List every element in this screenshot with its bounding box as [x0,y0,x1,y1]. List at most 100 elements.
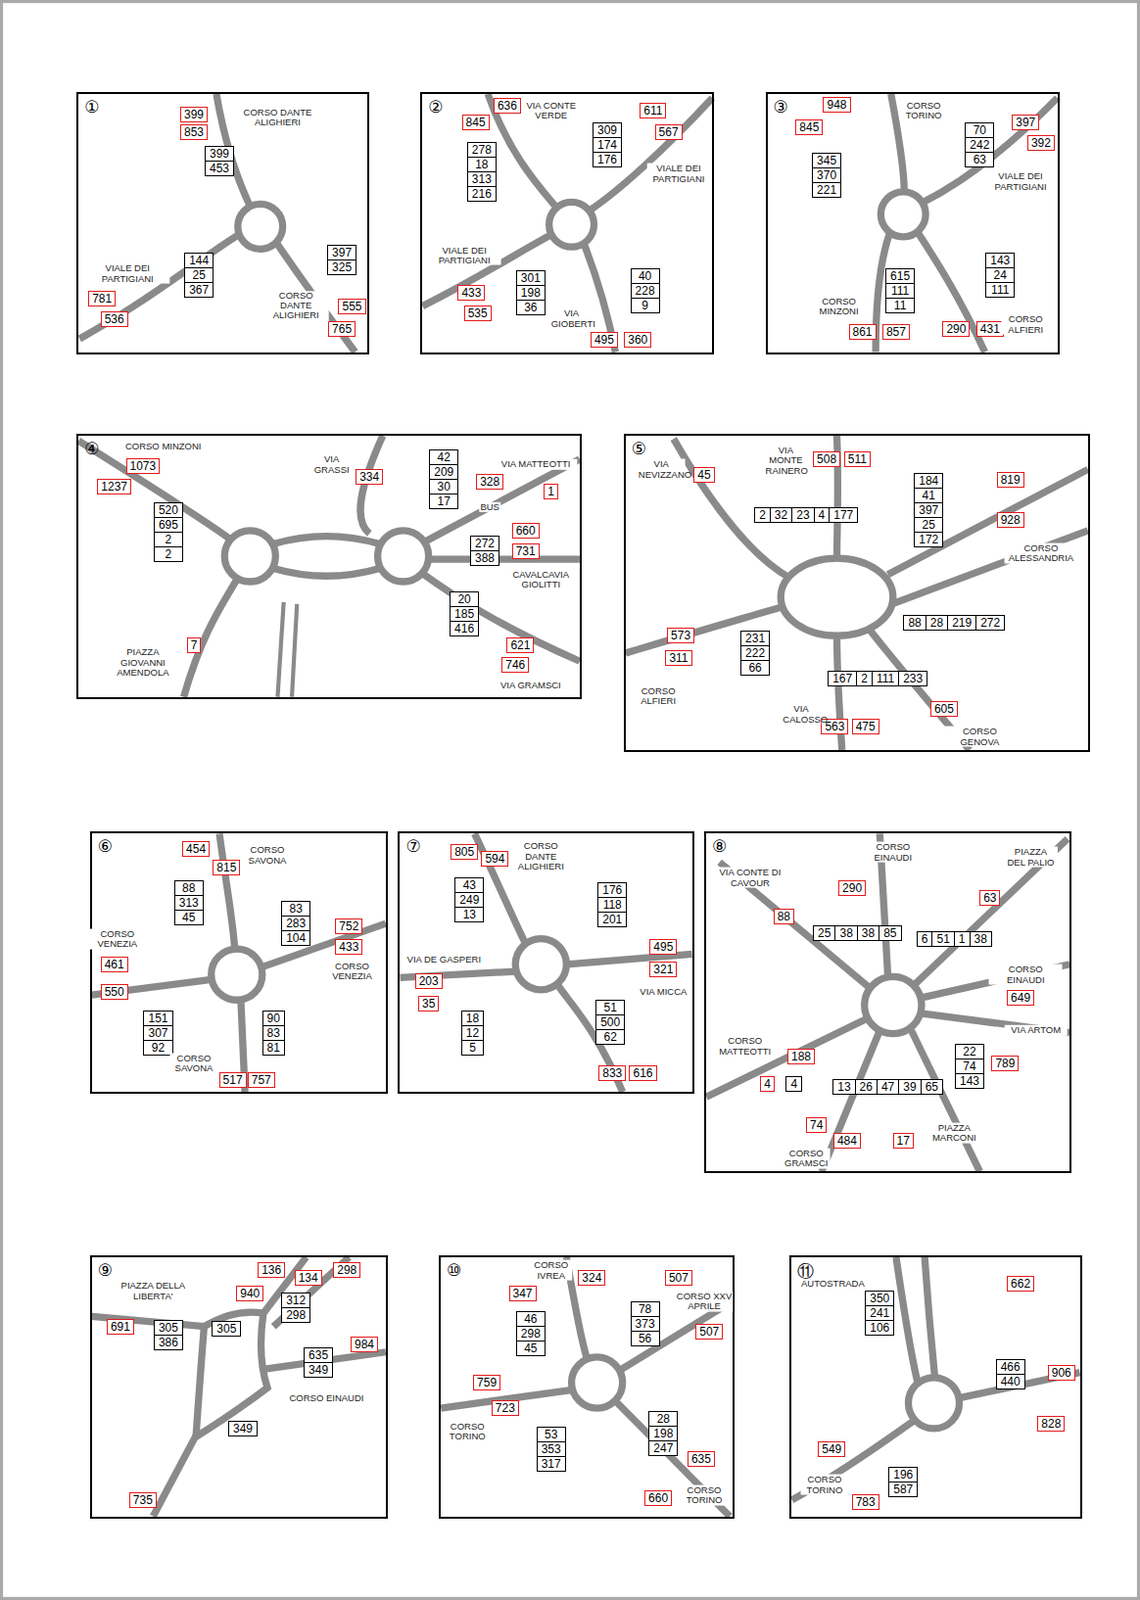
count-number: 370 [812,167,841,183]
road [78,440,230,539]
street-name: PIAZZA GIOVANNI AMENDOLA [111,648,176,679]
turning-count-box: 350241106 [864,1290,895,1336]
count-box: 731 [512,543,540,560]
turning-count-box: 7837356 [630,1301,661,1347]
road [273,568,380,576]
count-number: 649 [1010,991,1031,1005]
count-number: 305 [154,1321,183,1335]
street-name: CORSO SAVONA [170,1052,219,1074]
count-number: 5 [462,1040,483,1055]
count-number: 325 [328,259,356,275]
count-number: 517 [223,1073,243,1088]
count-number: 305 [212,1322,240,1336]
count-box: 63 [979,890,1000,906]
street-name: VIA MATTEOTTI [493,459,577,470]
road [79,235,239,339]
count-number: 83 [263,1025,285,1041]
road [360,435,383,534]
count-number: 17 [897,1134,910,1148]
count-number: 22 [955,1045,984,1059]
turning-count-box: 176118201 [597,882,627,928]
count-number: 41 [914,487,943,503]
turning-count-box: 27818313216 [467,142,497,202]
road [184,579,238,698]
count-number: 62 [596,1029,624,1045]
count-number: 65 [920,1080,943,1094]
count-number: 1 [547,484,555,499]
road [273,536,380,545]
count-number: 781 [92,291,112,306]
count-box: 594 [480,851,509,867]
street-name: VIALE DEI PARTIGIANI [427,244,502,266]
count-number: 475 [855,719,876,734]
count-number: 347 [513,1286,533,1301]
count-box: 757 [247,1072,276,1089]
count-box: 290 [838,880,866,897]
count-box: 517 [219,1072,247,1089]
count-box: 605 [930,701,958,717]
count-number: 38 [856,926,879,941]
count-number: 196 [889,1468,917,1482]
count-number: 1 [953,932,970,947]
count-number: 106 [865,1320,894,1335]
count-number: 349 [229,1422,257,1436]
count-number: 765 [332,322,352,336]
count-number: 104 [282,930,310,946]
count-number: 25 [914,517,943,532]
street-name: CORSO VENEZIA [86,928,150,950]
street-name: CORSO TORINO [445,1422,489,1443]
count-box: 746 [501,657,529,673]
count-number: 9 [631,297,660,313]
count-number: 231 [741,631,769,646]
count-number: 555 [341,299,362,314]
count-number: 660 [648,1491,668,1506]
count-box: 347 [509,1285,537,1302]
count-box: 507 [695,1324,723,1340]
count-number: 66 [741,660,769,675]
count-box: 461 [100,956,129,973]
count-number: 301 [517,271,545,285]
count-number: 660 [516,523,536,538]
road [924,1257,935,1378]
count-box: 906 [1047,1365,1076,1381]
count-number: 272 [975,616,1004,630]
count-number: 85 [878,926,901,941]
turning-count-box: 83283104 [281,901,311,947]
street-name: VIA NEVIZZANO [637,459,686,480]
street-name: CORSO MINZONI [812,295,866,317]
turning-count-box: 4629845 [516,1311,546,1357]
count-number: 440 [997,1374,1025,1389]
count-number: 83 [282,902,310,916]
count-number: 334 [359,470,380,484]
road [219,833,236,950]
road [589,97,713,211]
count-number: 4 [813,508,830,523]
turning-count-box: 312298 [281,1292,311,1324]
count-box: 311 [665,650,692,666]
road [152,1433,197,1517]
count-number: 495 [653,940,673,954]
count-number: 63 [965,151,994,167]
count-box: 74 [806,1117,827,1134]
count-number: 249 [455,892,483,907]
count-box: 573 [666,627,695,644]
count-number: 594 [484,852,505,866]
count-box: 984 [350,1336,379,1353]
count-box: 805 [450,844,478,860]
count-number: 216 [468,186,496,201]
count-number: 940 [239,1286,260,1301]
count-box: 203 [415,973,443,990]
count-number: 815 [216,860,237,875]
count-number: 151 [143,1011,172,1026]
count-box: 735 [129,1492,157,1509]
count-number: 399 [184,107,204,122]
count-number: 461 [104,957,125,972]
count-box: 495 [590,332,618,348]
count-number: 28 [649,1412,677,1426]
turning-count-box: 15130792 [142,1010,173,1056]
count-number: 783 [855,1495,876,1510]
turning-count-box: 232234177 [754,507,858,523]
count-box: 431 [976,321,1004,337]
count-number: 454 [186,842,206,856]
count-number: 4 [786,1077,802,1092]
